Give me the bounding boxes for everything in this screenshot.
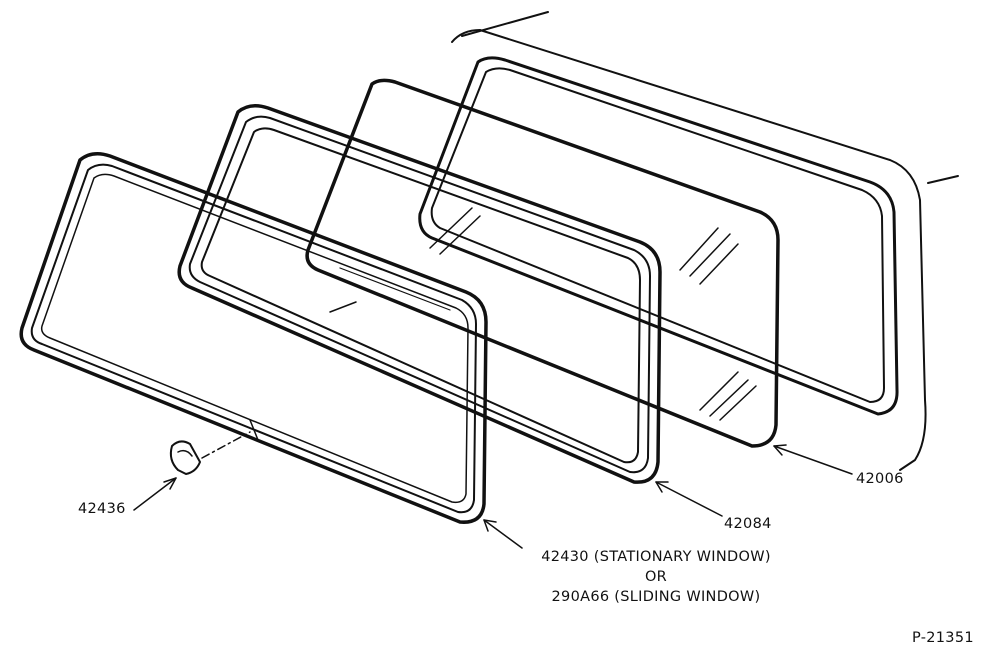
- cab-opening-inner: [430, 67, 885, 403]
- label-sliding-weatherstrip: 290A66 (SLIDING WINDOW): [551, 589, 761, 605]
- glass-reflection-5: [709, 379, 749, 417]
- glass-reflection-2: [689, 233, 731, 277]
- inner-strip-mid-edge: [188, 115, 651, 474]
- retainer-clip: [169, 431, 251, 475]
- cab-streak-2: [439, 215, 481, 255]
- inner-strip-inner-edge: [200, 127, 641, 464]
- glass-reflection-1: [679, 227, 719, 271]
- label-glass: 42006: [856, 471, 904, 487]
- leader-42084: [655, 481, 723, 517]
- inner-strip-joint: [329, 301, 357, 313]
- arrowhead-42084: [655, 481, 669, 493]
- outer-strip-mid-edge: [30, 163, 477, 514]
- label-inner-weatherstrip: 42084: [724, 516, 772, 532]
- arrowhead-42006: [773, 444, 787, 456]
- outer-strip-outer-edge: [19, 152, 488, 524]
- glass-reflection-6: [719, 385, 757, 421]
- clip-body: [169, 440, 201, 475]
- arrowhead-42436: [163, 477, 177, 490]
- cab-panel-outline: [451, 29, 927, 471]
- clip-fold: [177, 449, 193, 457]
- inner-weatherstrip: [177, 104, 662, 484]
- cab-opening-outer: [418, 56, 899, 416]
- label-retainer-clip: 42436: [78, 501, 126, 517]
- glass-reflection-3: [699, 243, 739, 285]
- label-outer-weatherstrip-group: 42430 (STATIONARY WINDOW) OR 290A66 (SLI…: [520, 547, 792, 607]
- arrowhead-42430: [483, 519, 497, 532]
- glass-outline: [305, 78, 780, 448]
- cab-roof-line: [461, 11, 549, 37]
- back-window-glass: [305, 78, 780, 448]
- cab-side-line: [927, 175, 959, 184]
- label-or: OR: [644, 569, 668, 585]
- outer-strip-inner-edge: [40, 173, 469, 504]
- leader-42006: [773, 445, 853, 475]
- glass-edge-reflection: [339, 267, 451, 311]
- glass-reflection-4: [699, 371, 739, 411]
- label-stationary-weatherstrip: 42430 (STATIONARY WINDOW): [541, 549, 771, 565]
- cab-back-panel: [418, 11, 959, 471]
- leader-42436: [133, 477, 177, 511]
- cab-streak-1: [429, 207, 473, 249]
- leader-lines: [133, 444, 853, 549]
- figure-id: P-21351: [912, 630, 974, 646]
- outer-strip-joint: [249, 419, 259, 441]
- leader-42430: [483, 519, 523, 549]
- outer-weatherstrip: [19, 152, 488, 524]
- inner-strip-outer-edge: [177, 104, 662, 484]
